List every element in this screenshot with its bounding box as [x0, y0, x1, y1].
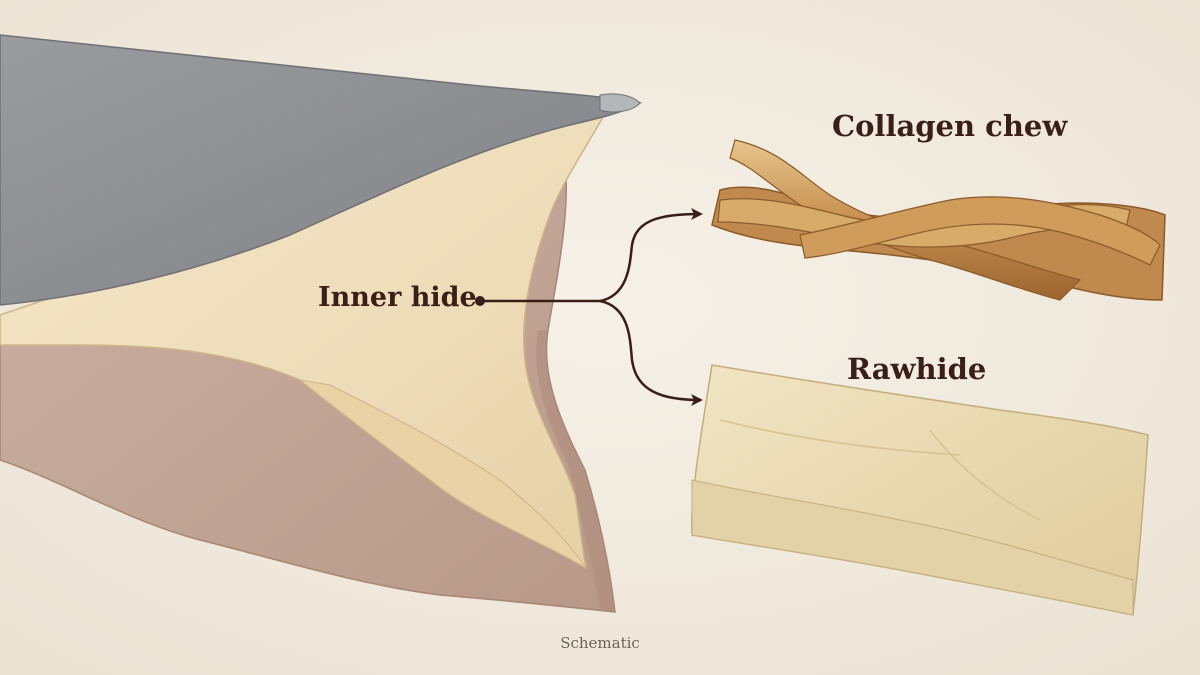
- collagen-chew-braid: [711, 139, 1166, 301]
- schematic-caption: Schematic: [560, 634, 640, 652]
- arrow-to-collagen-chew: [599, 208, 703, 303]
- inner-hide-label: Inner hide: [318, 282, 477, 313]
- collagen-chew-label: Collagen chew: [832, 109, 1068, 143]
- rawhide-label: Rawhide: [847, 352, 987, 386]
- bottom-hide-edge: [536, 330, 615, 612]
- inner-hide-fold: [298, 379, 587, 569]
- outer-hide-layer: [0, 34, 643, 306]
- branching-arrow-icon: [475, 208, 703, 406]
- arrow-to-rawhide: [599, 299, 703, 406]
- outer-hide-roll: [599, 93, 641, 113]
- rawhide-sheet: [691, 364, 1149, 616]
